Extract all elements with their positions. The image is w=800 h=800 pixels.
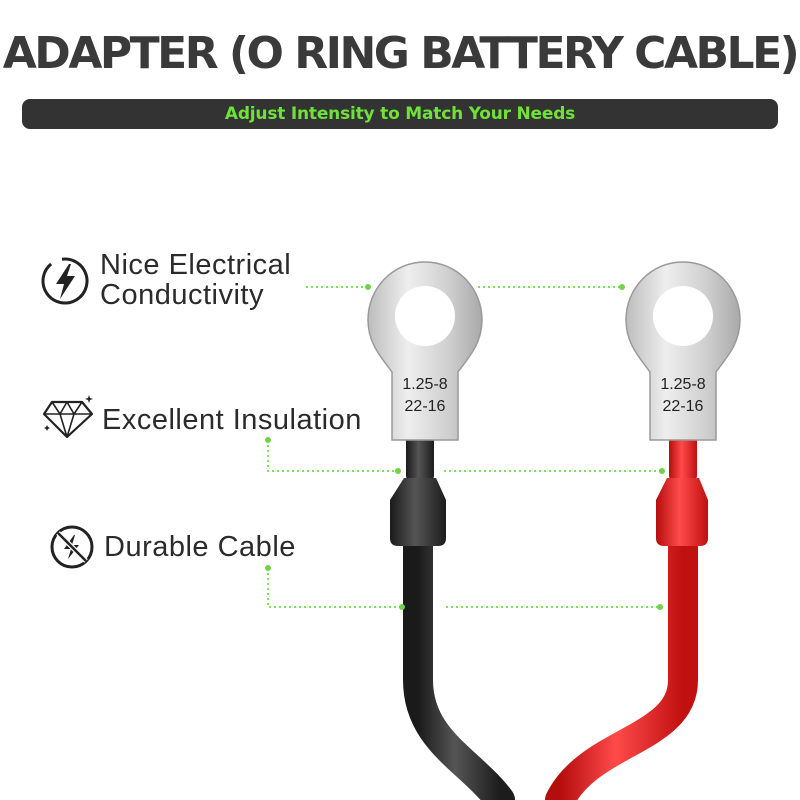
black-cable xyxy=(403,525,515,800)
feature-durable-cable: Durable Cable xyxy=(104,531,296,563)
left-ring-terminal xyxy=(367,261,483,441)
feature-insulation: Excellent Insulation xyxy=(102,404,362,436)
red-cable xyxy=(545,525,698,800)
feature-conductivity: Nice Electrical Conductivity xyxy=(100,250,291,310)
right-spec-line2: 22-16 xyxy=(663,398,704,415)
leader-dots xyxy=(265,284,665,610)
subtitle-banner: Adjust Intensity to Match Your Needs xyxy=(22,99,778,129)
no-lightning-icon xyxy=(48,523,96,571)
feature-conductivity-line1: Nice Electrical xyxy=(100,249,292,281)
leader-lines xyxy=(267,286,662,608)
subtitle-text: Adjust Intensity to Match Your Needs xyxy=(224,104,576,124)
right-ring-terminal xyxy=(625,261,741,441)
lightning-bolt-icon xyxy=(40,256,90,306)
right-spec-line1: 1.25-8 xyxy=(660,376,705,393)
page-title: ADAPTER (O RING BATTERY CABLE) xyxy=(2,28,800,79)
left-spec-line1: 1.25-8 xyxy=(402,376,447,393)
feature-conductivity-line2: Conductivity xyxy=(100,279,264,311)
black-sleeve xyxy=(390,436,446,546)
diamond-icon xyxy=(42,392,96,440)
left-spec-line2: 22-16 xyxy=(405,398,446,415)
red-sleeve xyxy=(656,436,708,546)
